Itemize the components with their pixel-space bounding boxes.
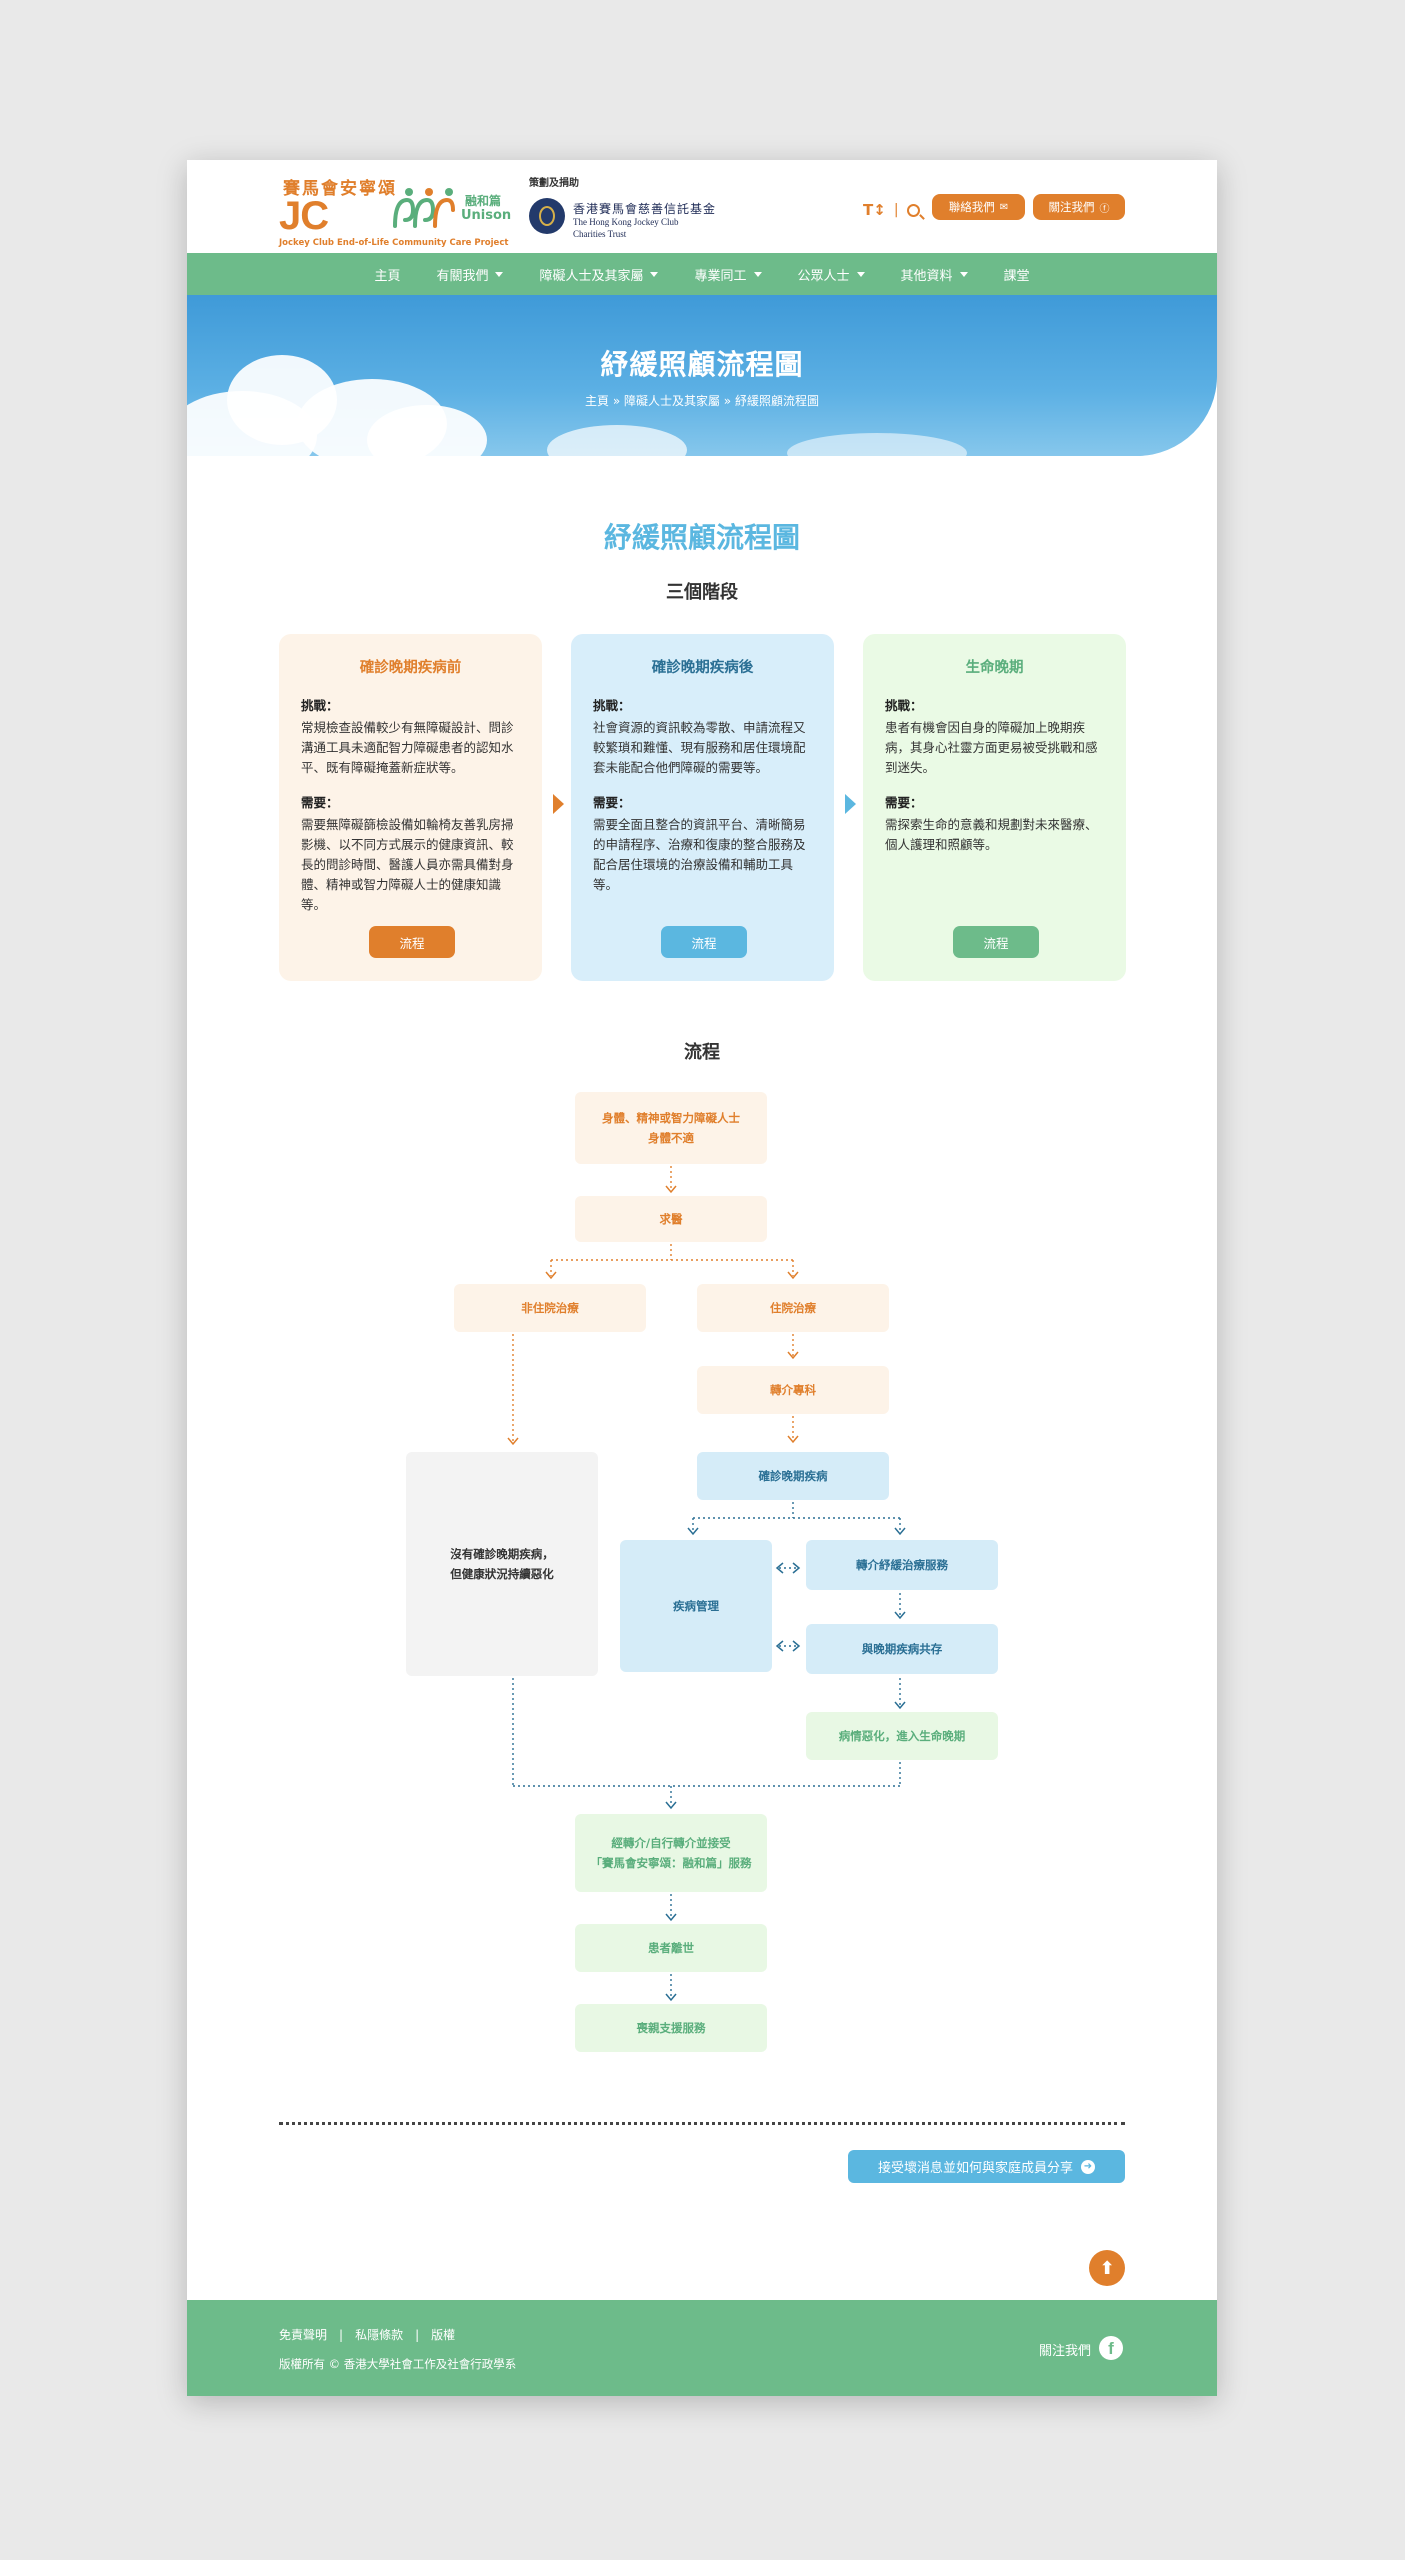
nav-item-other-info[interactable]: 其他資料 [901,265,968,284]
challenge-label: 挑戰： [593,698,631,713]
need-text: 需探索生命的意義和規劃對未來醫療、個人護理和照顧等。 [885,817,1098,852]
chevron-down-icon [753,271,762,277]
challenge-text: 常規檢查設備較少有無障礙設計、問診溝通工具未適配智力障礙患者的認知水平、既有障礙… [301,720,514,775]
arrow-up-icon: ⬆ [1099,2257,1115,2279]
cloud-decoration [787,433,967,456]
stage-card-after-diagnosis: 確診晚期疾病後 挑戰： 社會資源的資訊較為零散、申請流程又較繁瑣和難懂、現有服務… [571,634,834,981]
sponsor-name-chinese: 香港賽馬會慈善信託基金 [573,202,717,216]
footer-link-privacy[interactable]: 私隱條款 [355,2328,404,2342]
page: 賽馬會安寧頌 JC 融和篇 Unison Jockey Club End-of-… [187,160,1217,2396]
follow-us-label: 關注我們 [1048,200,1095,214]
flow-node-disease-management: 疾病管理 [620,1540,772,1672]
stage-flow-button[interactable]: 流程 [953,926,1039,958]
font-size-icon[interactable]: T↕ [863,201,886,219]
logo-chinese-title: 賽馬會安寧頌 [283,179,397,199]
nav-item-public[interactable]: 公眾人士 [798,265,865,284]
flow-node-no-diagnosis: 沒有確診晚期疾病， 但健康狀況持續惡化 [406,1452,598,1676]
stage-flow-button[interactable]: 流程 [369,926,455,958]
arrow-right-icon [845,794,856,814]
page-title: 紓緩照顧流程圖 [603,521,800,554]
sponsor-name-english-1: The Hong Kong Jockey Club [573,217,679,227]
flowchart-connectors [507,1166,906,2002]
hero-banner: 紓緩照顧流程圖 主頁 » 障礙人士及其家屬 » 紓緩照顧流程圖 [187,295,1217,456]
header-tools: T↕ | [863,198,920,222]
logo-unison-english: Unison [461,208,512,223]
flow-node-outpatient: 非住院治療 [454,1284,646,1332]
stage-title: 確診晚期疾病前 [359,660,462,676]
flow-node-bereavement-support: 喪親支援服務 [575,2004,767,2052]
challenge-text: 社會資源的資訊較為零散、申請流程又較繁瑣和難懂、現有服務和居住環境配套未能配合他… [593,720,806,775]
stage-title: 生命晚期 [965,660,1024,676]
flow-node-palliative-referral: 轉介紓緩治療服務 [806,1540,998,1590]
need-text: 需要全面且整合的資訊平台、清晰簡易的申請程序、治療和復康的整合服務及配合居住環境… [593,817,806,892]
logo-jc: JC [279,194,329,238]
need-label: 需要： [593,795,631,810]
flow-node-unison-service: 經轉介/自行轉介並接受 「賽馬會安寧頌：融和篇」服務 [575,1814,767,1892]
footer: 免責聲明 | 私隱條款 | 版權 版權所有 © 香港大學社會工作及社會行政學系 … [187,2300,1217,2396]
flow-node-living-with-disease: 與晚期疾病共存 [806,1624,998,1674]
contact-us-button[interactable]: 聯絡我們 ✉ [932,194,1025,220]
cloud-decoration [367,405,487,456]
flow-node-patient-passed: 患者離世 [575,1924,767,1972]
stages-heading: 三個階段 [666,582,738,603]
arrow-right-icon [553,794,564,814]
need-label: 需要： [301,795,339,810]
logo-figures-icon [393,188,455,228]
tool-separator: | [893,202,899,218]
nav-item-home[interactable]: 主頁 [374,268,401,284]
mail-icon: ✉ [999,201,1009,213]
nav-item-classes[interactable]: 課堂 [1003,268,1030,284]
flow-heading: 流程 [684,1042,720,1063]
flow-node-diagnosed-advanced: 確診晚期疾病 [697,1452,889,1500]
nav-item-about[interactable]: 有關我們 [436,265,504,284]
chevron-down-icon [959,271,968,277]
footer-link-copyright[interactable]: 版權 [431,2328,456,2342]
need-label: 需要： [885,795,923,810]
stage-card-before-diagnosis: 確診晚期疾病前 挑戰： 常規檢查設備較少有無障礙設計、問診溝通工具未適配智力障礙… [279,634,542,981]
facebook-icon[interactable]: f [1099,2336,1123,2360]
follow-us-button[interactable]: 關注我們 ⓕ [1033,194,1125,220]
facebook-icon: ⓕ [1099,203,1110,215]
search-icon[interactable] [906,203,920,217]
need-text: 需要無障礙篩檢設備如輪椅友善乳房掃影機、以不同方式展示的健康資訊、較長的問診時間… [301,817,514,912]
stage-card-end-of-life: 生命晚期 挑戰： 患者有機會因自身的障礙加上晚期疾病，其身心社靈方面更易被受挑戰… [863,634,1126,981]
logo-subtitle: Jockey Club End-of-Life Community Care P… [279,238,509,248]
arrow-right-circle-icon: ➜ [1081,2159,1095,2174]
share-button-label: 接受壞消息並如何與家庭成員分享 [877,2161,1073,2176]
flow-node-feel-unwell: 身體、精神或智力障礙人士 身體不適 [575,1092,767,1164]
chevron-down-icon [856,271,865,277]
flow-node-seek-medical: 求醫 [575,1196,767,1242]
footer-copyright: 版權所有 © 香港大學社會工作及社會行政學系 [279,2357,517,2371]
site-logo[interactable]: 賽馬會安寧頌 JC 融和篇 Unison Jockey Club End-of-… [279,172,511,248]
footer-follow-label: 關注我們 [1039,2344,1092,2359]
stage-flow-button[interactable]: 流程 [661,926,747,958]
banner-title: 紓緩照顧流程圖 [600,348,804,381]
challenge-text: 患者有機會因自身的障礙加上晚期疾病，其身心社靈方面更易被受挑戰和感到迷失。 [885,720,1098,775]
challenge-label: 挑戰： [301,698,339,713]
challenge-label: 挑戰： [885,698,923,713]
chevron-down-icon [495,271,504,277]
nav-item-professionals[interactable]: 專業同工 [694,265,762,284]
share-bad-news-button[interactable]: 接受壞消息並如何與家庭成員分享 ➜ [848,2150,1125,2183]
footer-link-disclaimer[interactable]: 免責聲明 [279,2328,328,2342]
flow-node-inpatient: 住院治療 [697,1284,889,1332]
hkjc-logo-icon [529,198,565,234]
stage-title: 確診晚期疾病後 [651,660,754,676]
flow-node-end-of-life-stage: 病情惡化，進入生命晚期 [806,1712,998,1760]
contact-us-label: 聯絡我們 [948,200,995,214]
nav-item-pwd-family[interactable]: 障礙人士及其家屬 [539,265,659,284]
flow-node-specialist-referral: 轉介專科 [697,1366,889,1414]
cloud-decoration [547,425,687,456]
logo-unison-chinese: 融和篇 [465,194,502,208]
breadcrumb[interactable]: 主頁 » 障礙人士及其家屬 » 紓緩照顧流程圖 [585,394,819,408]
footer-separator: | [415,2327,420,2342]
footer-separator: | [339,2327,344,2342]
sponsor-label: 策劃及捐助 [529,178,579,189]
dotted-divider [279,2122,1125,2125]
main-navigation: 主頁 有關我們 障礙人士及其家屬 專業同工 公眾人士 其他資料 課堂 [187,253,1217,295]
sponsor-name-english-2: Charities Trust [573,229,627,239]
chevron-down-icon [650,271,659,277]
back-to-top-button[interactable]: ⬆ [1089,2250,1125,2286]
footer-links: 免責聲明 | 私隱條款 | 版權 [279,2326,455,2343]
